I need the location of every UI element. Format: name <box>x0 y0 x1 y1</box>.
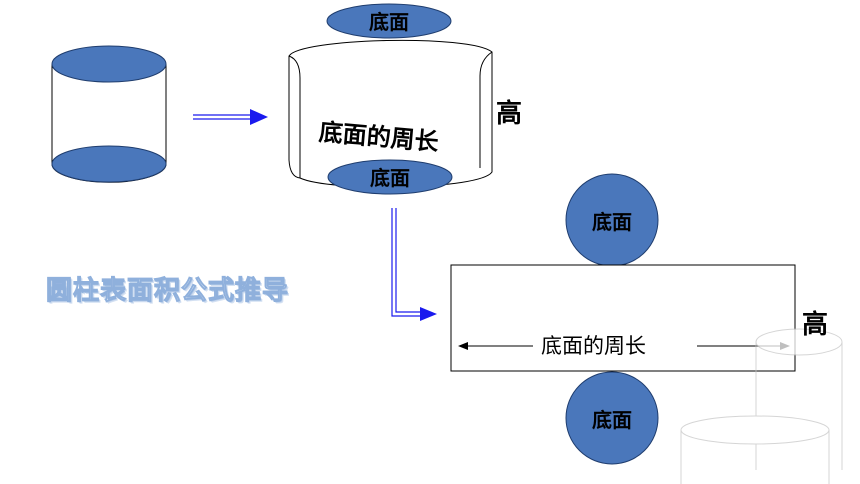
label-net-height: 高 <box>802 310 829 340</box>
cylinder-net <box>450 173 796 465</box>
arrow-right <box>193 109 268 125</box>
arrow-down-right <box>391 208 437 321</box>
label-mid-base: 底面 <box>370 166 410 190</box>
unrolling-cylinder <box>288 3 493 195</box>
net-bottom-base-circle <box>565 371 659 465</box>
bottom-base-disc <box>327 159 453 195</box>
diagram-title: 圆柱表面积公式推导 <box>45 276 290 307</box>
faded-cylinder-back <box>755 342 843 470</box>
faded-cylinder-back-top <box>755 328 843 356</box>
closed-cylinder <box>51 45 167 183</box>
label-net-bottom-base: 底面 <box>592 408 632 432</box>
closed-cylinder-top-base <box>51 45 167 83</box>
faded-cylinder-front <box>680 430 830 484</box>
top-base-disc <box>326 3 452 39</box>
label-net-perimeter: 底面的周长 <box>541 334 646 358</box>
label-curved-height: 高 <box>496 99 523 129</box>
curved-edge-right <box>479 51 493 168</box>
label-net-top-base: 底面 <box>592 210 632 234</box>
curved-edge-left <box>288 55 301 178</box>
curved-lateral-surface <box>288 39 493 188</box>
closed-cylinder-bottom-base <box>51 145 167 183</box>
faded-cylinder-front-top <box>680 415 830 445</box>
faded-cylinders <box>680 328 843 484</box>
net-lateral-rectangle <box>450 264 796 372</box>
label-top-base: 底面 <box>369 10 409 34</box>
